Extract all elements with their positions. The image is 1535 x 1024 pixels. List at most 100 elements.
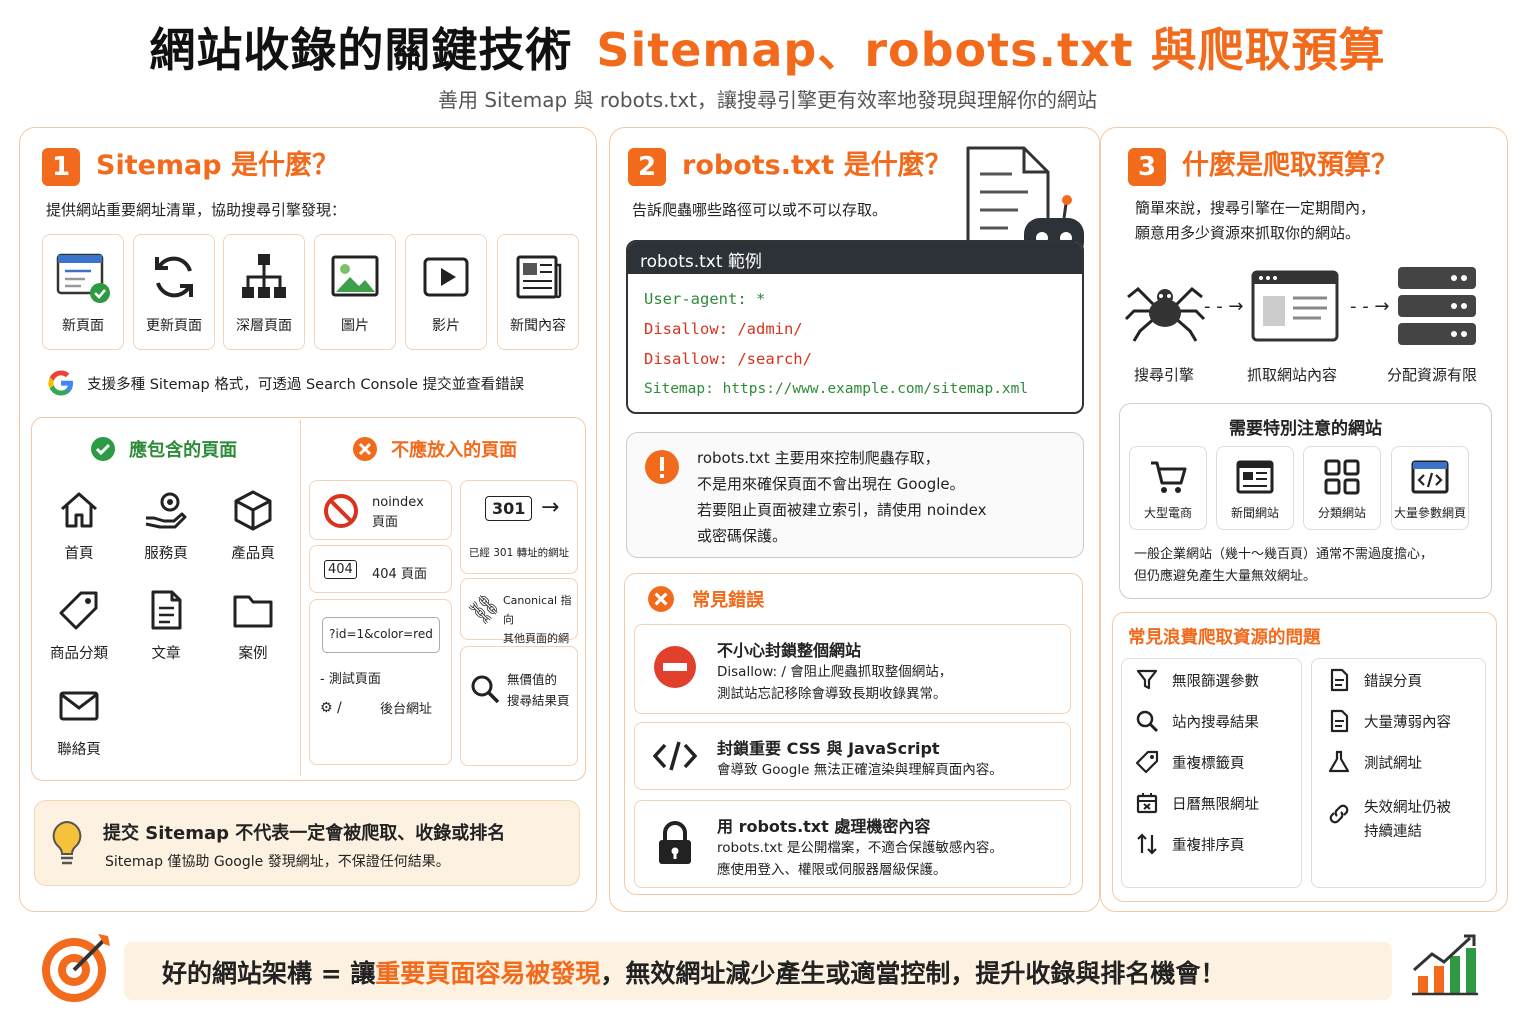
x-circle-icon [353,437,377,461]
spider-crawler-icon [1124,286,1206,342]
news-window-icon [1236,460,1274,494]
tag-icon [1134,750,1160,778]
special-title: 需要特別注意的網站 [1229,419,1382,439]
box-icon [234,490,272,531]
waste-left-list [1121,658,1302,888]
tile-label: 新頁面 [62,318,104,334]
mistake-card-block-css-js: 封鎖重要 CSS 與 JavaScript 會導致 Google 無法正確渲染與… [634,722,1071,790]
waste-item: 站內搜尋結果 [1134,709,1259,737]
google-g-icon [48,370,73,396]
panel3-badge: 3 [1128,147,1166,186]
shopping-cart-icon [1151,461,1187,493]
flow-arrow-icon: - - → [1204,296,1244,317]
footer-part: 好的網站架構 = 讓 [162,959,376,988]
waste-item: 失效網址仍被持續連結 [1326,796,1451,844]
mistake-desc: 測試站忘記移除會導致長期收錄異常。 [717,686,947,702]
desc-line: 願意用多少資源來抓取你的網站。 [1135,224,1361,242]
site-parameter-pages: 大量參數網頁 [1391,446,1469,530]
waste-item: 無限篩選參數 [1134,668,1259,696]
code-window-icon [1411,460,1449,494]
webpage-icon [1251,270,1339,342]
waste-item: 重複標籤頁 [1134,750,1245,778]
robots-warning-note: robots.txt 主要用來控制爬蟲存取， 不是用來確保頁面不會出現在 Goo… [626,432,1084,558]
document-icon [1326,709,1352,737]
code-header: robots.txt 範例 [628,242,1082,274]
exclude-canonical: ⛓ Canonical 指向其他頁面的網址 [460,578,578,664]
server-icon [1398,267,1476,345]
exclamation-icon [645,450,679,484]
redirect-arrow-icon: → [541,495,560,520]
include-exclude-box [31,417,586,781]
site-news: 新聞網站 [1216,446,1294,530]
document-icon [1326,668,1352,696]
exclude-heading: 不應放入的頁面 [352,436,517,462]
tile-updated-page: 更新頁面 [133,234,215,350]
mistake-desc: robots.txt 是公開檔案，不適合保護敏感內容。 [717,840,1003,856]
item-label: 案例 [238,646,268,662]
panel1-desc: 提供網站重要網址清單，協助搜尋引擎發現： [46,201,347,219]
google-note: 支援多種 Sitemap 格式，可透過 Search Console 提交並查看… [46,368,524,398]
tile-news: 新聞內容 [497,234,579,350]
mistakes-heading: 常見錯誤 [647,585,764,613]
item-label: 聯絡頁 [57,742,101,758]
document-icon [151,590,182,630]
code-disallow-admin: Disallow: /admin/ [644,320,803,338]
waste-label: 日曆無限網址 [1172,797,1259,813]
tile-new-page: 新頁面 [42,234,124,350]
desc-line: 簡單來說，搜尋引擎在一定期間內， [1135,199,1376,217]
waste-title: 常見浪費爬取資源的問題 [1128,628,1321,648]
refresh-icon [155,256,193,298]
divider [300,420,301,776]
folder-icon [233,595,273,628]
mistake-desc: 應使用登入、權限或伺服器層級保護。 [717,862,947,878]
image-icon [331,255,379,297]
flask-icon [1326,750,1352,778]
note-line: 不是用來確保頁面不會出現在 Google。 [697,475,965,493]
site-label: 大型電商 [1143,506,1192,520]
note-line: 或密碼保護。 [697,527,788,545]
title-main: 網站收錄的關鍵技術 [149,23,573,77]
site-label: 大量參數網頁 [1393,506,1466,520]
code-brackets-icon [653,741,697,771]
waste-item: 日曆無限網址 [1134,791,1259,819]
tile-image: 圖片 [314,234,396,350]
include-item-case: 案例 [208,588,298,663]
special-note-line: 但仍應避免產生大量無效網址。 [1134,569,1317,584]
mistake-desc: Disallow: / 會阻止爬蟲抓取整個網站， [717,664,953,680]
item-label: 商品分類 [50,646,108,662]
waste-item: 錯誤分頁 [1326,668,1422,696]
waste-label: 錯誤分頁 [1364,674,1422,690]
page-subtitle: 善用 Sitemap 與 robots.txt，讓搜尋引擎更有效率地發現與理解你… [438,88,1097,112]
lightbulb-icon [52,820,82,865]
footer-text: 好的網站架構 = 讓重要頁面容易被發現，無效網址減少產生或適當控制，提升收錄與排… [162,954,1225,990]
tile-label: 新聞內容 [510,318,566,334]
waste-item: 大量薄弱內容 [1326,709,1451,737]
mistake-title: 封鎖重要 CSS 與 JavaScript [717,739,940,758]
waste-box [1112,612,1497,902]
tip-desc: Sitemap 僅協助 Google 發現網址，不保證任何結果。 [105,854,450,870]
mistake-title: 用 robots.txt 處理機密內容 [717,817,931,836]
prohibited-icon [324,494,358,528]
robots-code-sample: robots.txt 範例 User-agent: * Disallow: /a… [626,240,1084,414]
mistake-card-block-site: 不小心封鎖整個網站 Disallow: / 會阻止爬蟲抓取整個網站，測試站忘記移… [634,624,1071,714]
waste-label: 持續連結 [1364,824,1422,840]
note-line: robots.txt 主要用來控制爬蟲存取， [697,449,940,467]
waste-item: 測試網址 [1326,750,1422,778]
noindex-label: noindex [372,495,424,510]
newspaper-icon [516,255,562,299]
site-label: 分類網站 [1317,506,1366,520]
include-item-category: 商品分類 [34,588,124,663]
code-disallow-search: Disallow: /search/ [644,350,812,368]
item-label: 首頁 [64,546,94,562]
x-circle-icon [648,586,674,612]
include-heading: 應包含的頁面 [90,436,237,462]
canonical-label: Canonical 指向 [503,594,572,626]
mistake-card-sensitive: 用 robots.txt 處理機密內容 robots.txt 是公開檔案，不適合… [634,800,1071,888]
target-arrow-icon [42,934,110,1002]
item-label: 服務頁 [144,546,188,562]
test-page-label: - 測試頁面 [320,672,381,687]
code-user-agent: User-agent: * [644,290,766,308]
check-circle-icon [91,437,115,461]
